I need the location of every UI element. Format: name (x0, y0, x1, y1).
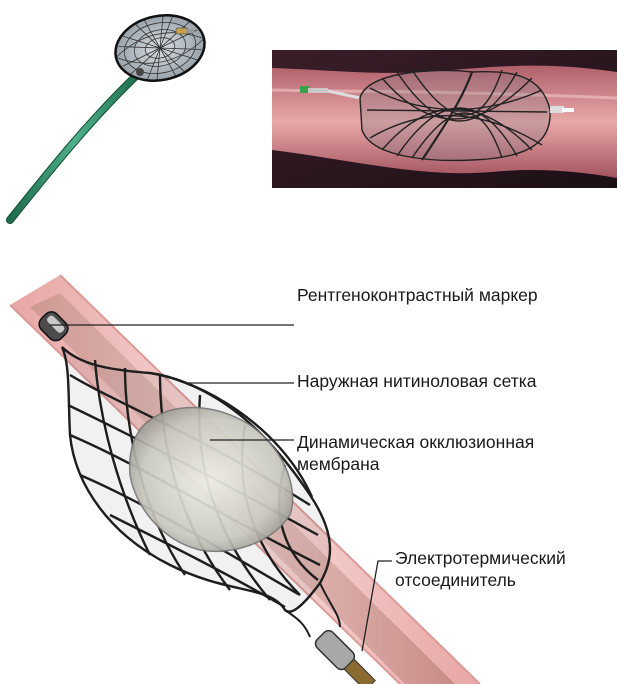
label-radiopaque-marker: Рентгеноконтрастный маркер (297, 284, 538, 306)
disc-occluder-illustration (0, 0, 240, 230)
label-occlusion-membrane-line2: мембрана (297, 453, 534, 475)
label-detacher-line1: Электротермический (395, 547, 566, 569)
label-occlusion-membrane: Динамическая окклюзионная мембрана (297, 431, 534, 475)
disc-mesh (109, 7, 210, 88)
label-detacher-line2: отсоединитель (395, 569, 566, 591)
vessel-occluder-illustration (272, 50, 617, 188)
labeled-occluder-diagram: Рентгеноконтрастный маркер Наружная нити… (0, 265, 617, 684)
label-electrothermal-detacher: Электротермический отсоединитель (395, 547, 566, 591)
label-occlusion-membrane-line1: Динамическая окклюзионная (297, 431, 534, 453)
cylindrical-mesh (360, 70, 550, 160)
label-outer-nitinol-mesh: Наружная нитиноловая сетка (297, 370, 537, 392)
